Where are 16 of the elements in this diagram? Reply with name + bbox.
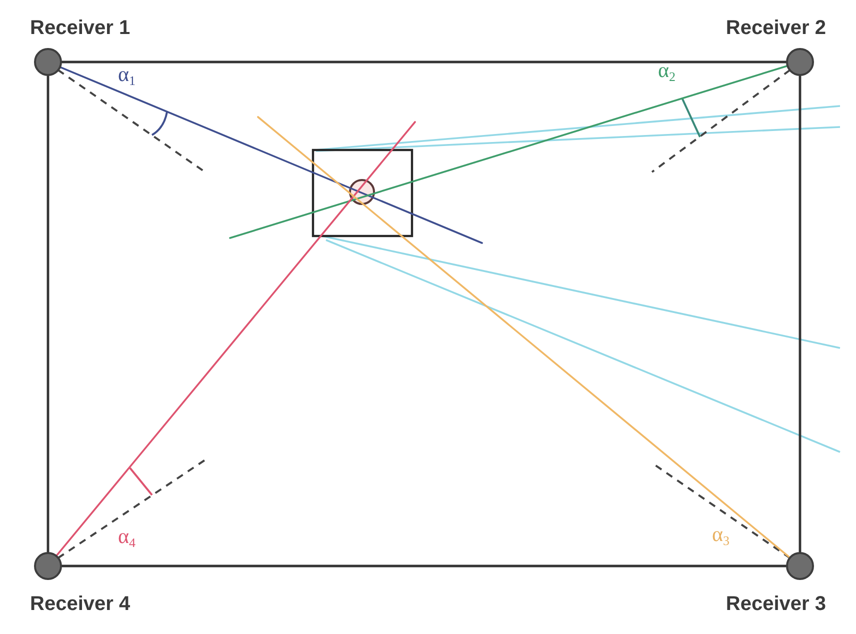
receiver-label: Receiver 1 xyxy=(30,16,130,40)
boundary-line xyxy=(60,60,788,64)
bearing-line xyxy=(229,65,788,239)
boundary-line xyxy=(798,74,802,554)
angle-label: α$_{2}$ xyxy=(658,58,676,82)
boundary-line xyxy=(60,564,788,568)
bearing-line xyxy=(257,116,790,558)
angle-label: α$_{4}$ xyxy=(118,524,136,548)
boundary-line xyxy=(46,74,50,554)
bearing-line xyxy=(60,66,483,244)
receiver-label: Receiver 2 xyxy=(726,16,826,40)
angle-label: α$_{3}$ xyxy=(712,522,730,546)
receiver-label: Receiver 3 xyxy=(726,592,826,616)
receiver-label: Receiver 4 xyxy=(30,592,130,616)
bearing-line xyxy=(56,121,416,556)
angle-label: α$_{1}$ xyxy=(118,62,136,86)
